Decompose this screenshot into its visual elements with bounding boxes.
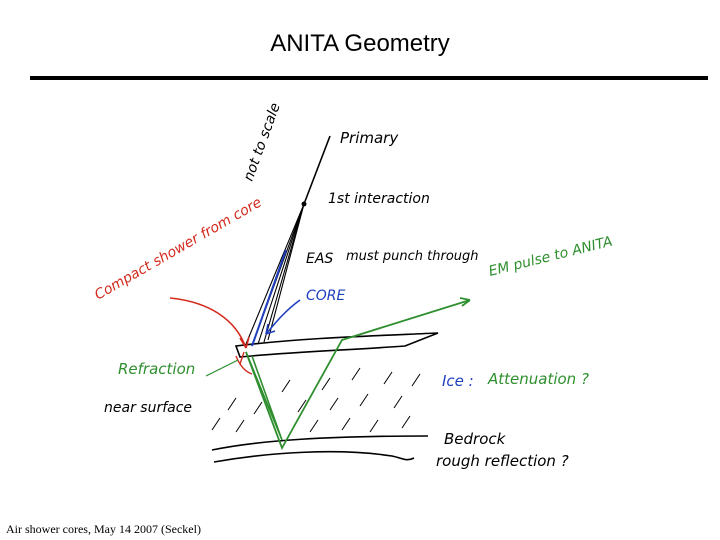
label-em-pulse: EM pulse to ANITA	[487, 234, 614, 280]
label-not-to-scale: not to scale	[241, 101, 284, 183]
core-arrow	[265, 299, 301, 335]
label-rough-reflection: rough reflection ?	[436, 452, 569, 470]
label-near-surface: near surface	[104, 400, 192, 416]
ice-hatching	[211, 367, 421, 433]
em-pulse-arrowhead	[459, 297, 471, 307]
label-refraction: Refraction	[118, 360, 195, 378]
slide-footer: Air shower cores, May 14 2007 (Seckel)	[6, 522, 201, 536]
label-compact-shower: Compact shower from core	[92, 195, 265, 304]
label-bedrock: Bedrock	[444, 430, 507, 448]
label-must-punch-through: must punch through	[346, 249, 479, 264]
em-pulse-path	[245, 299, 471, 451]
bedrock-line	[211, 435, 429, 451]
label-first-interaction: 1st interaction	[328, 191, 430, 207]
eas-cone	[245, 203, 305, 347]
label-ice: Ice :	[442, 372, 474, 390]
refraction-marks	[235, 351, 253, 375]
ice-surface	[234, 332, 439, 358]
core-track	[251, 249, 287, 347]
label-eas: EAS	[306, 251, 333, 267]
label-core: CORE	[306, 288, 346, 304]
label-primary: Primary	[340, 129, 399, 147]
surface-reflection-path	[245, 351, 283, 441]
bedrock-line-lower	[213, 450, 415, 463]
compact-shower-arrow	[169, 297, 247, 349]
slide-title: ANITA Geometry	[270, 30, 450, 57]
label-attenuation: Attenuation ?	[487, 370, 589, 388]
title-divider	[30, 76, 708, 80]
refraction-pointer	[205, 359, 239, 377]
primary-track	[303, 135, 331, 205]
